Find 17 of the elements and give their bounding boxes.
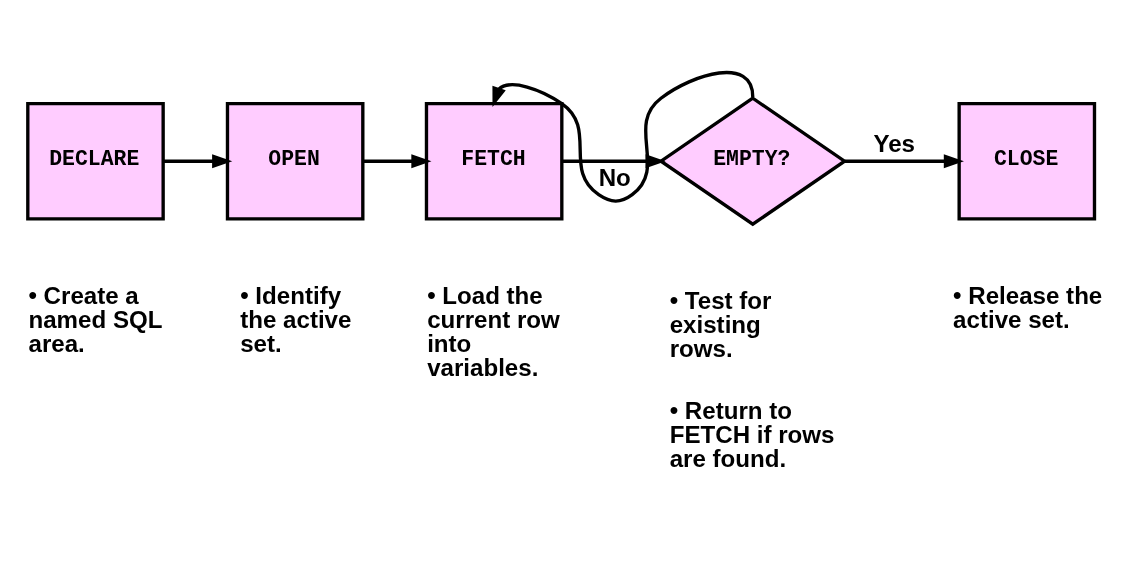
node-label: • Return to FETCH if rows are found. bbox=[669, 397, 835, 473]
node-box: FETCH bbox=[424, 101, 564, 221]
node-label: • Identify the active set. bbox=[240, 281, 352, 358]
arrow bbox=[362, 154, 432, 169]
arrow bbox=[844, 154, 964, 169]
arrow bbox=[492, 70, 755, 203]
node-box: OPEN bbox=[225, 101, 365, 221]
node-box: DECLARE bbox=[26, 101, 165, 221]
node-diamond: EMPTY? bbox=[658, 96, 848, 227]
node-label: • Create a named SQL area. bbox=[28, 281, 163, 358]
arrow bbox=[163, 154, 233, 169]
node-label: • Release the active set. bbox=[953, 281, 1103, 333]
node-label: • Load the current row into variables. bbox=[427, 281, 560, 382]
node-label: • Test for existing rows. bbox=[669, 287, 772, 363]
edge-label: Yes bbox=[873, 130, 915, 158]
edge-label: No bbox=[598, 163, 631, 191]
node-box: CLOSE bbox=[957, 101, 1097, 221]
